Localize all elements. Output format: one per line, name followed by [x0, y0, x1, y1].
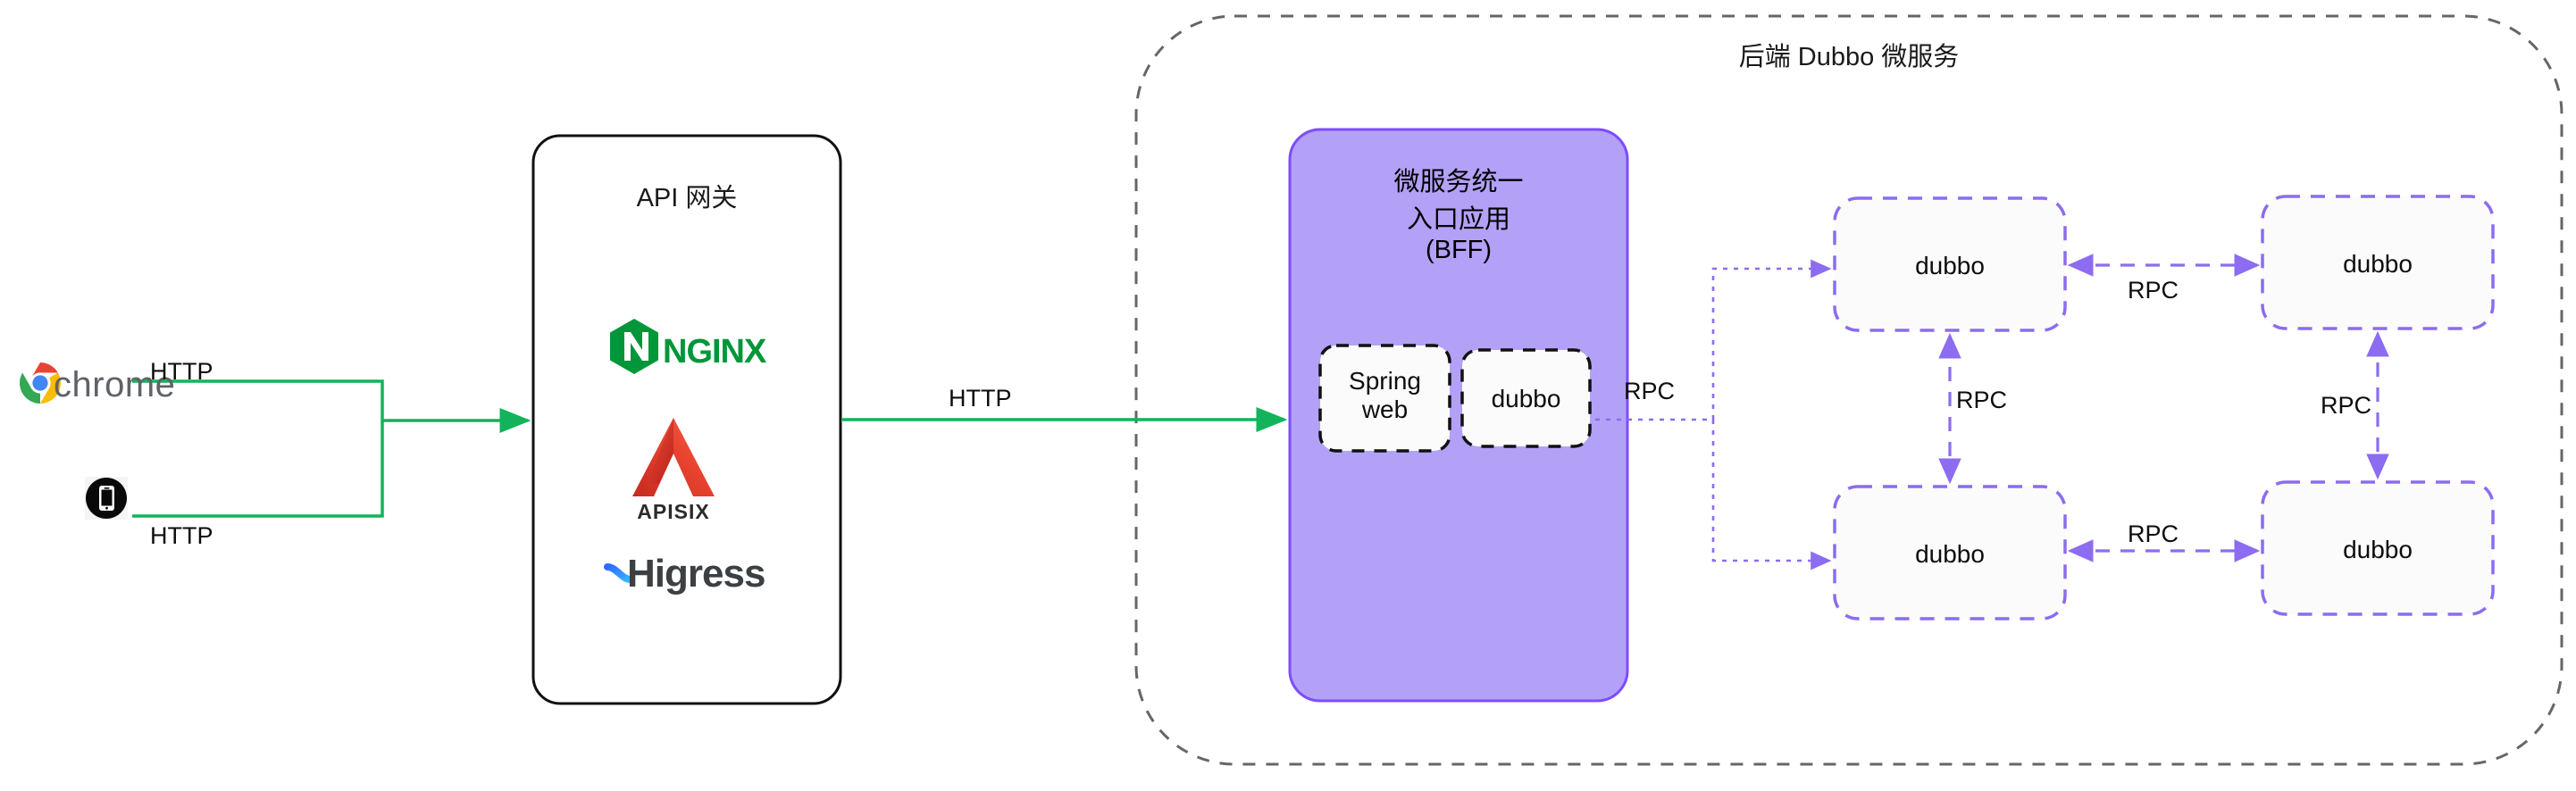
dubbo-node-bottom-left-label: dubbo [1915, 540, 1985, 568]
edge-chrome-gateway [132, 379, 384, 420]
higress-logo [603, 548, 635, 598]
spring-web-node [1318, 344, 1451, 453]
edge-label-rpc-top-horizontal: RPC [2128, 277, 2179, 304]
chrome-label: chrome [54, 365, 176, 404]
bff-box [1288, 128, 1629, 703]
spring-web-label-line2: web [1361, 396, 1409, 423]
dubbo-node-bottom-right [2261, 480, 2495, 616]
nginx-logo [610, 319, 658, 374]
dubbo-node-bottom-right-label: dubbo [2343, 536, 2413, 563]
apisix-logo [632, 418, 715, 496]
edge-bff-backend-to-bottom-left [1711, 420, 1832, 570]
edge-label-http-mobile: HTTP [150, 522, 213, 549]
bff-title-line1: 微服务统一 [1393, 168, 1524, 196]
dubbo-node-top-right [2261, 195, 2495, 330]
api-gateway-title: API 网关 [636, 184, 738, 212]
edge-label-rpc-bff-backend: RPC [1624, 378, 1676, 404]
dubbo-bff-label: dubbo [1491, 385, 1561, 412]
edge-label-rpc-bottom-horizontal: RPC [2128, 520, 2179, 547]
dubbo-node-bottom-left [1833, 485, 2067, 620]
backend-group-container [1134, 14, 2563, 766]
edge-bff-backend-to-top-left [1711, 259, 1832, 420]
nginx-wordmark: NGINX [663, 333, 766, 371]
apisix-wordmark: APISIX [637, 500, 710, 523]
dubbo-node-top-left [1833, 196, 2067, 332]
edge-label-rpc-left-vertical: RPC [1956, 387, 2008, 413]
edge-label-http-chrome: HTTP [150, 358, 213, 385]
chrome-icon [20, 362, 61, 404]
dubbo-node-top-right-label: dubbo [2343, 250, 2413, 278]
backend-group-title: 后端 Dubbo 微服务 [1738, 43, 1960, 71]
spring-web-label-line1: Spring [1349, 367, 1421, 395]
bff-title: 微服务统一 入口应用 (BFF) [1290, 161, 1627, 265]
edge-label-rpc-right-vertical: RPC [2321, 392, 2372, 419]
edge-label-http-gateway-bff: HTTP [949, 385, 1012, 412]
spring-web-label: Spring web [1320, 367, 1450, 424]
dubbo-bff-node [1460, 348, 1592, 448]
mobile-phone-icon [85, 477, 128, 520]
api-gateway-box [531, 134, 842, 705]
edge-mobile-gateway [132, 420, 384, 518]
bff-title-line2: 入口应用 [1406, 205, 1510, 234]
bff-title-line3: (BFF) [1425, 236, 1493, 264]
dubbo-node-top-left-label: dubbo [1915, 252, 1985, 279]
higress-wordmark: Higress [627, 552, 765, 595]
